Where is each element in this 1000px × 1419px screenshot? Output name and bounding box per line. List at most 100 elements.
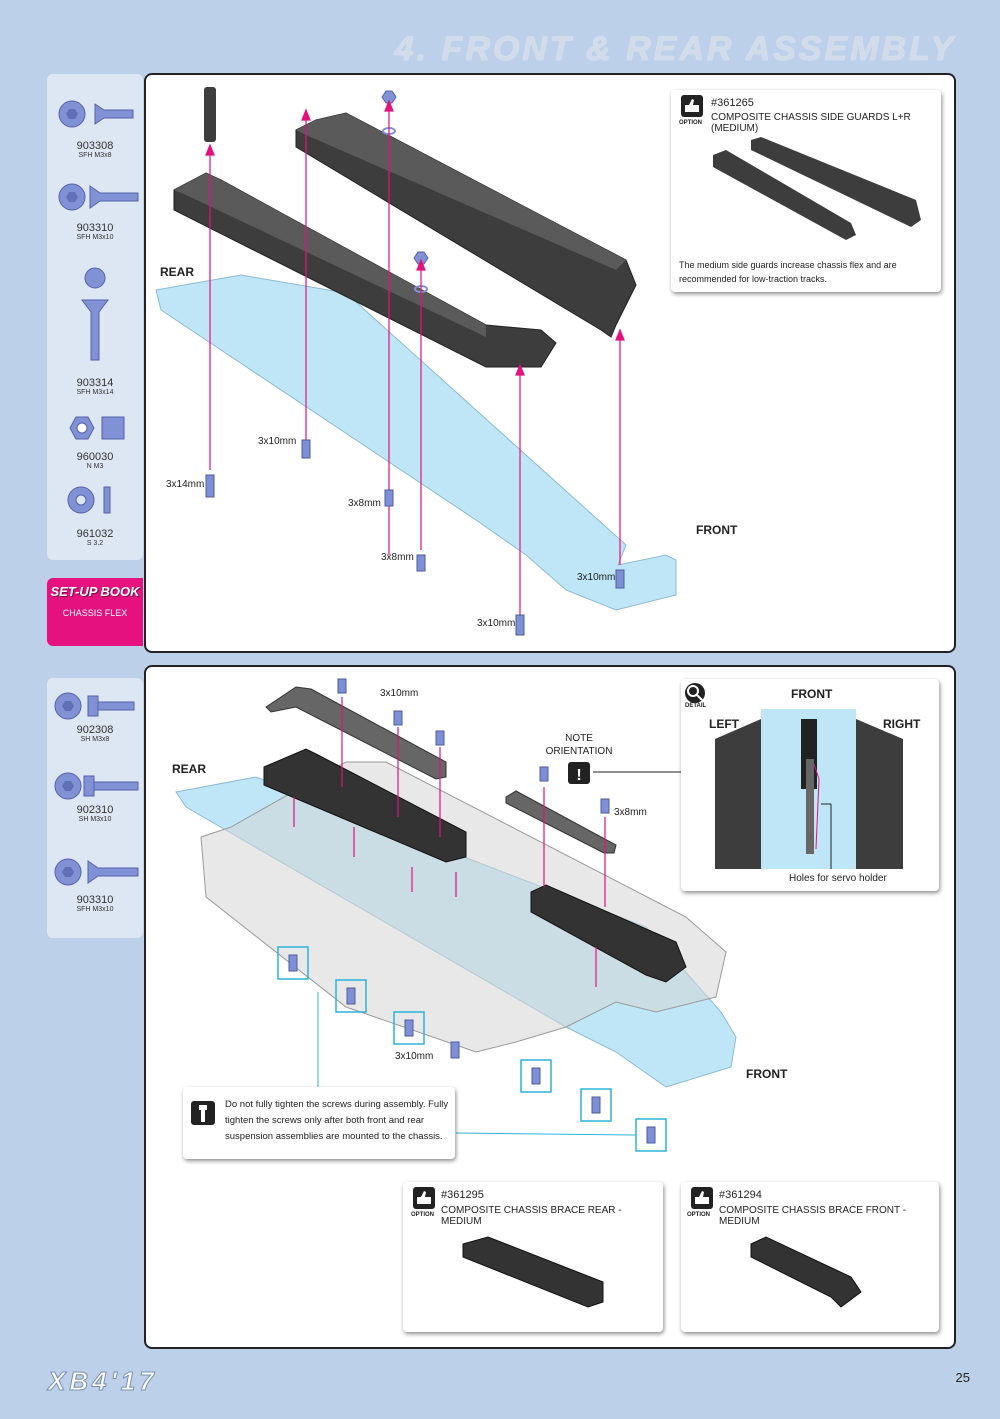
chassis-brace-front: [530, 884, 687, 983]
part-902308: 902308 SH M3x8: [47, 724, 143, 743]
option-title: COMPOSITE CHASSIS BRACE FRONT - MEDIUM: [719, 1205, 907, 1227]
bottom-assembly-panel: ! REAR FRONT 3x10mm 3x8mm 3x10mm NOTE OR…: [144, 665, 956, 1349]
screw-size-label: 3x10mm: [395, 1051, 434, 1062]
part-desc: SFH M3x10: [76, 906, 114, 913]
part-number: 903314: [76, 377, 114, 389]
brace-rear-image: [462, 1236, 604, 1308]
part-desc: N M3: [86, 463, 104, 470]
front-label: FRONT: [696, 523, 738, 537]
option-title: COMPOSITE CHASSIS BRACE REAR - MEDIUM: [441, 1205, 622, 1227]
standoff-post: [204, 87, 216, 142]
nut-icon: [69, 416, 125, 440]
thumbs-up-icon: [413, 1187, 435, 1209]
setup-book-subtitle: CHASSIS FLEX: [62, 608, 128, 618]
option-code: #361295: [441, 1189, 484, 1201]
page-title: 4. FRONT & REAR ASSEMBLY: [394, 30, 956, 68]
screw-icon: [54, 692, 135, 720]
side-guards-image: [713, 137, 921, 240]
part-number: 903310: [76, 894, 114, 906]
note-icon: [568, 762, 590, 784]
tip-text: Do not fully tighten the screws during a…: [225, 1099, 449, 1142]
top-assembly-diagram: [155, 87, 677, 636]
detail-front-label: FRONT: [791, 687, 833, 701]
detail-image: [685, 683, 903, 869]
option-box-side-guards: OPTION #361265 COMPOSITE CHASSIS SIDE GU…: [671, 90, 941, 292]
part-903310-b: 903310 SFH M3x10: [47, 894, 143, 913]
carbon-brace-rear: [265, 686, 447, 780]
option-badge: OPTION: [679, 120, 703, 126]
screw-size-label: 3x10mm: [258, 436, 297, 447]
bottom-parts-sidebar: [47, 678, 143, 938]
carbon-brace-front: [505, 790, 617, 854]
thumbs-up-icon: [681, 95, 703, 117]
footer-logo: XB4'17: [48, 1366, 158, 1397]
screw-icon: [58, 100, 134, 128]
option-box-brace-front: OPTION #361294 COMPOSITE CHASSIS BRACE F…: [681, 1182, 939, 1332]
callout-lines: [317, 992, 637, 1136]
part-960030: 960030 N M3: [47, 451, 143, 470]
screw-icon: [54, 772, 139, 800]
setup-book-title: SET-UP BOOK: [50, 584, 140, 599]
rear-label: REAR: [172, 762, 207, 776]
detail-box: DETAIL FRONT LEFT RIGHT Holes for servo …: [681, 679, 939, 891]
assembly-arrows: [205, 99, 625, 615]
part-number: 903308: [76, 140, 114, 152]
screw-size-label: 3x10mm: [577, 572, 616, 583]
option-code: #361265: [711, 97, 754, 109]
nut-icon: [413, 251, 429, 265]
page-number: 25: [955, 1370, 970, 1385]
part-desc: S 3.2: [86, 540, 104, 547]
part-number: 961032: [76, 528, 114, 540]
part-903310: 903310 SFH M3x10: [47, 222, 143, 241]
setup-book-badge[interactable]: SET-UP BOOK CHASSIS FLEX: [47, 578, 143, 646]
screw-size-label: 3x14mm: [166, 479, 205, 490]
screw-icon: [81, 267, 109, 361]
part-961032: 961032 S 3.2: [47, 528, 143, 547]
washer-icon: [67, 486, 111, 514]
detail-left-label: LEFT: [709, 717, 739, 731]
part-desc: SFH M3x14: [76, 389, 114, 396]
part-desc: SFH M3x8: [78, 152, 112, 159]
svg-text:!: !: [576, 767, 581, 784]
part-903308: 903308 SFH M3x8: [47, 140, 143, 159]
thumbs-up-icon: [691, 1187, 713, 1209]
chassis-tub: [200, 761, 727, 1053]
detail-badge: DETAIL: [685, 703, 707, 709]
screw-size-label: 3x10mm: [380, 688, 419, 699]
brace-front-image: [750, 1236, 862, 1308]
assembly-tip-box: Do not fully tighten the screws during a…: [183, 1087, 455, 1159]
top-parts-icons: [58, 100, 139, 514]
bottom-parts-icons: [54, 692, 139, 886]
part-desc: SH M3x8: [80, 736, 110, 743]
detail-caption: Holes for servo holder: [789, 873, 887, 884]
option-code: #361294: [719, 1189, 762, 1201]
part-number: 902310: [76, 804, 114, 816]
screw-icon: [58, 183, 139, 211]
detail-right-label: RIGHT: [883, 717, 921, 731]
option-badge: OPTION: [411, 1212, 435, 1218]
part-desc: SFH M3x10: [76, 234, 114, 241]
option-box-brace-rear: OPTION #361295 COMPOSITE CHASSIS BRACE R…: [403, 1182, 663, 1332]
rear-label: REAR: [160, 265, 195, 279]
top-assembly-panel: REAR FRONT 3x10mm 3x14mm 3x8mm 3x8mm 3x1…: [144, 73, 956, 653]
tool-icon: [191, 1101, 215, 1125]
part-number: 903310: [76, 222, 114, 234]
bottom-assembly-diagram: !: [175, 678, 737, 1152]
part-number: 960030: [76, 451, 114, 463]
part-desc: SH M3x10: [78, 816, 112, 823]
screw-icon: [54, 858, 139, 886]
screw-size-label: 3x8mm: [614, 807, 647, 818]
nut-icon: [381, 90, 397, 104]
screw-size-label: 3x8mm: [348, 498, 381, 509]
screw-icons: [205, 439, 625, 636]
option-badge: OPTION: [687, 1212, 711, 1218]
chassis-plate: [155, 274, 677, 611]
screw-size-label: 3x8mm: [381, 552, 414, 563]
option-title: COMPOSITE CHASSIS SIDE GUARDS L+R (MEDIU…: [711, 112, 911, 134]
note-orientation-label: NOTE ORIENTATION: [545, 733, 613, 757]
front-label: FRONT: [746, 1067, 788, 1081]
screw-size-label: 3x10mm: [477, 618, 516, 629]
screw-highlight-boxes: [277, 946, 667, 1152]
assembly-arrows: [293, 697, 606, 987]
option-note: The medium side guards increase chassis …: [679, 260, 897, 284]
